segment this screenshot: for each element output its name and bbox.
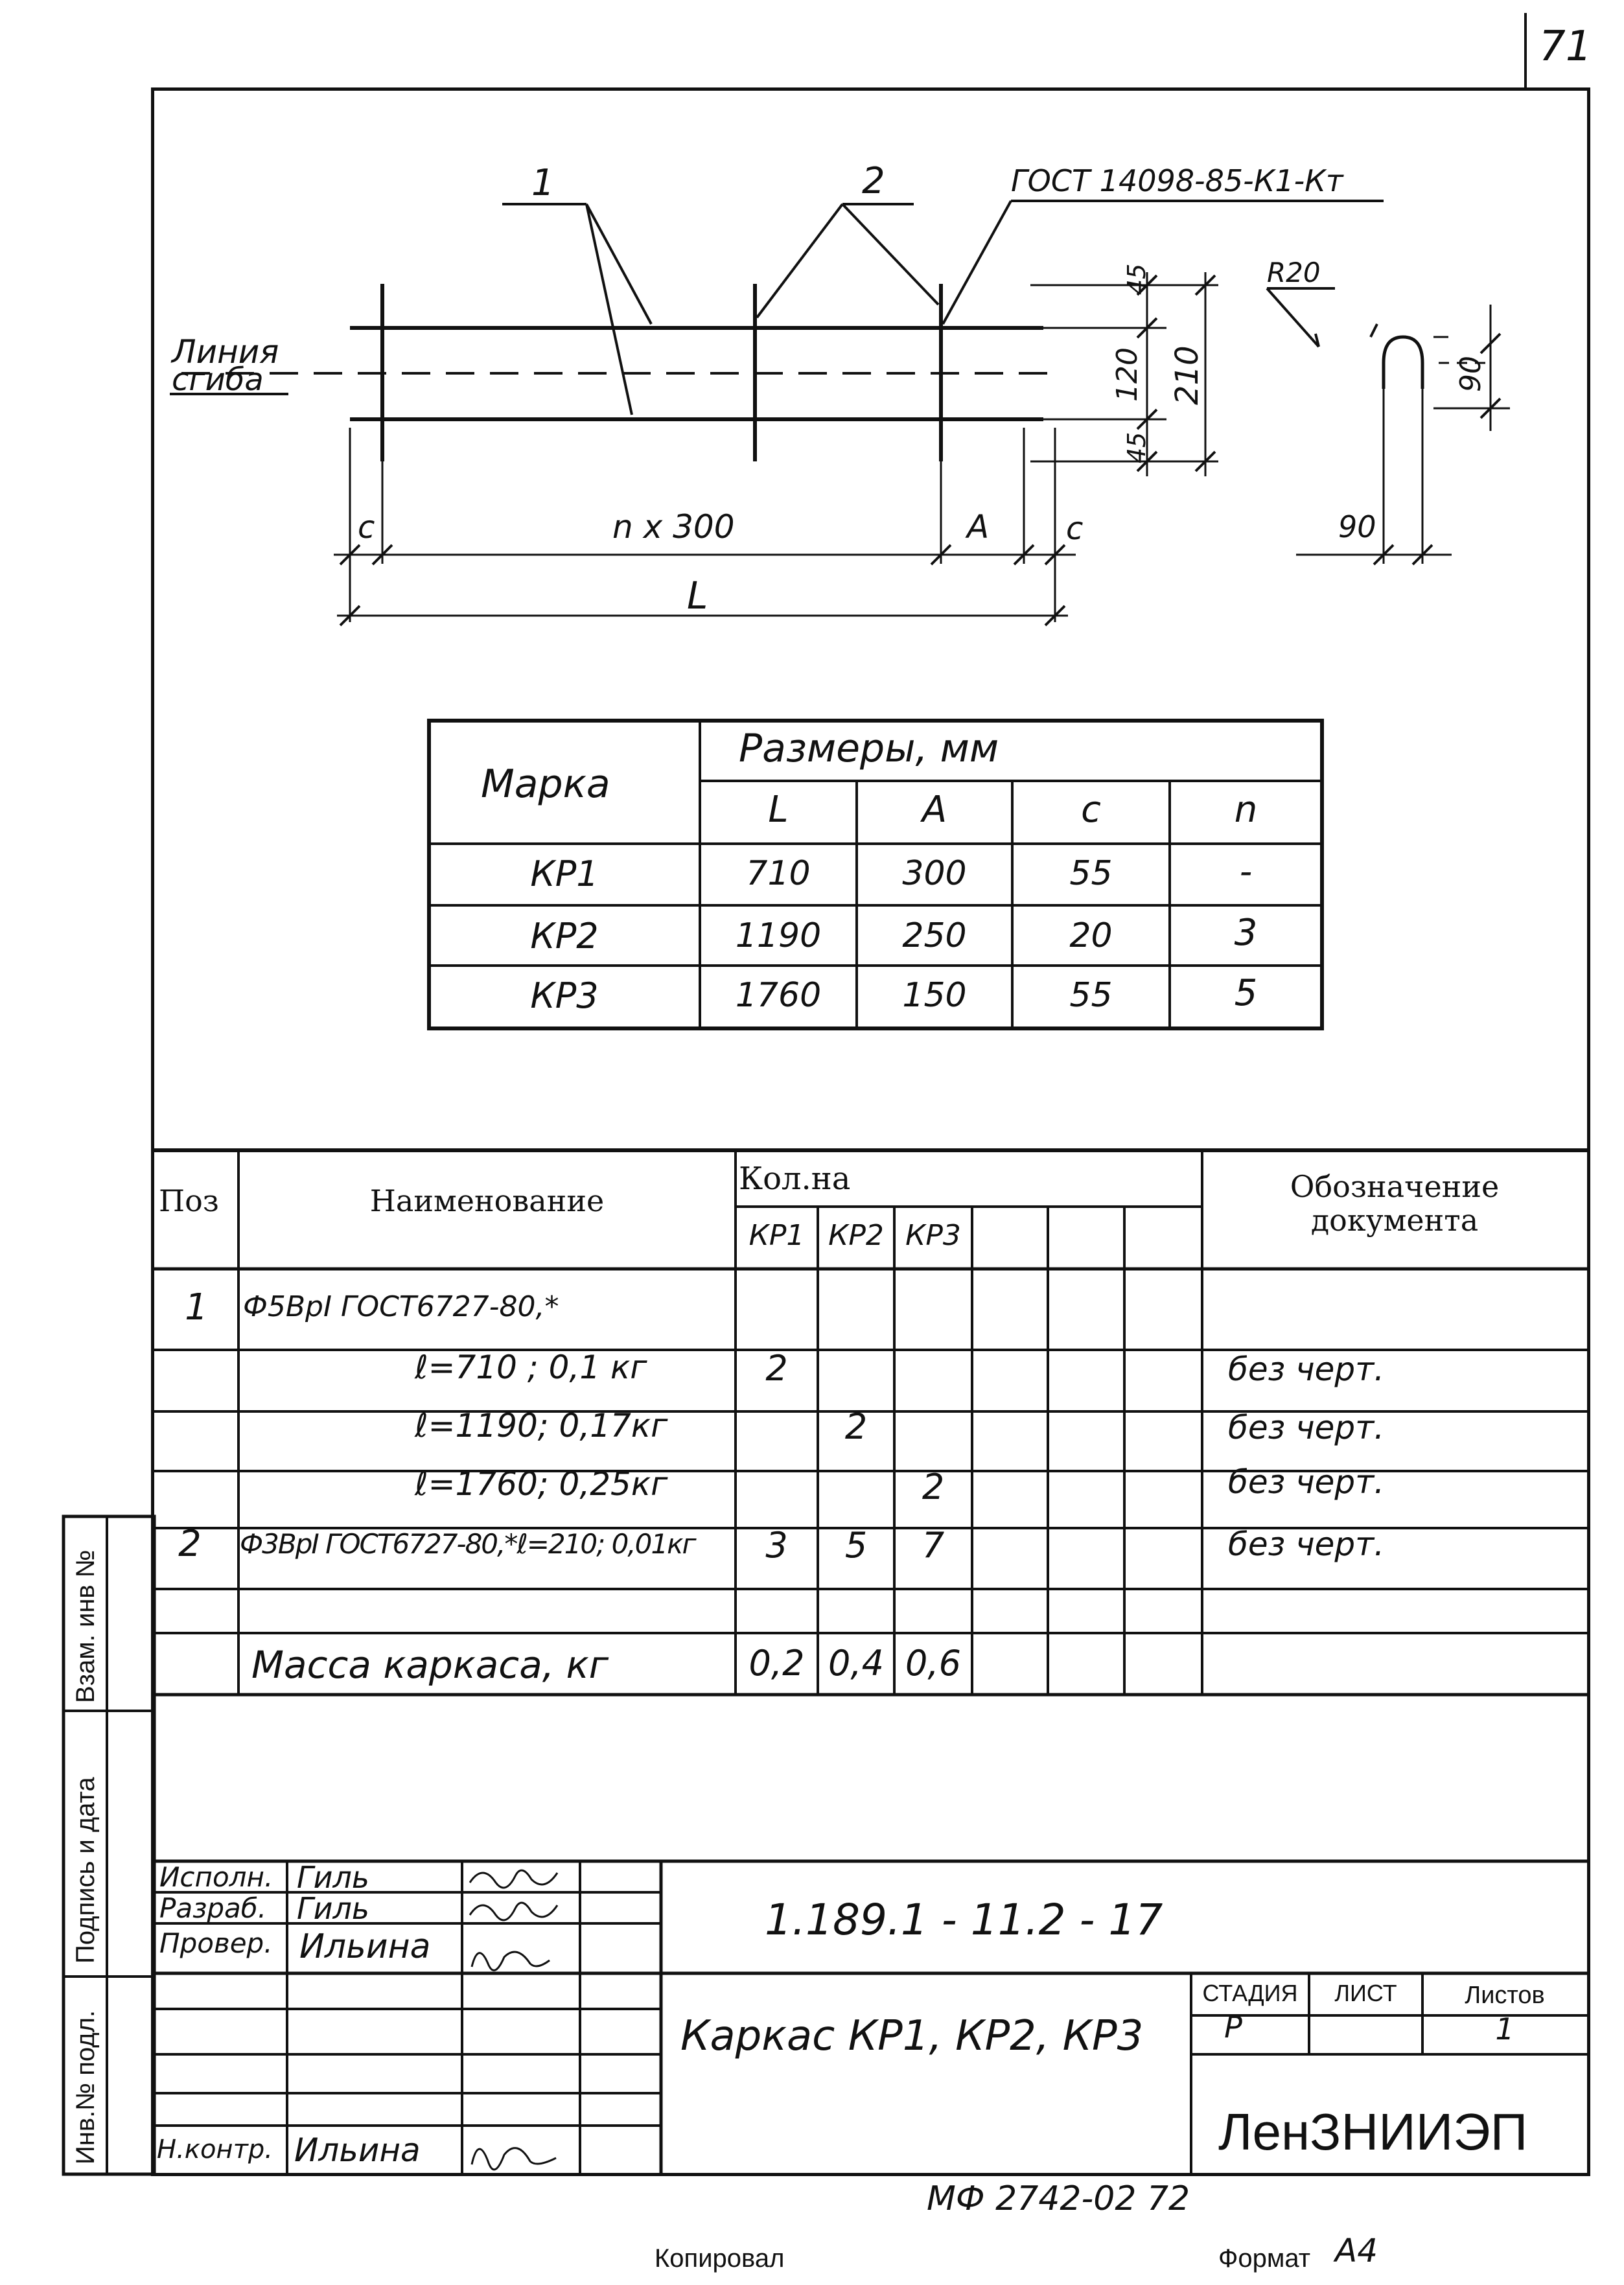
format-value: А4 (1335, 2232, 1378, 2269)
drawing-title: Каркас КР1, КР2, КР3 (680, 2012, 1144, 2060)
sizes-header-sizes: Размеры, мм (739, 726, 999, 771)
spec-header-name: Наименование (369, 1183, 605, 1218)
spec-row-doc: без черт. (1228, 1351, 1385, 1388)
callout-2: 2 (862, 160, 885, 202)
sizes-row-c: 20 (1069, 916, 1113, 955)
spec-row-doc: без черт. (1228, 1409, 1385, 1446)
spec-qty-col-kr3: КР3 (905, 1219, 961, 1252)
archive-number: МФ 2742-02 72 (927, 2179, 1190, 2218)
spec-qty-col-kr1: КР1 (748, 1219, 805, 1252)
sizes-table-grid (427, 719, 1324, 1030)
sheet-label: Лист (1334, 1980, 1397, 2006)
sizes-col-c: c (1081, 789, 1101, 831)
sizes-header-mark: Марка (481, 761, 610, 807)
sizes-row-L: 1760 (735, 976, 822, 1015)
spec-row-name: Ф5ВрI ГОСТ6727-80,* (243, 1290, 559, 1323)
sheets-value: 1 (1495, 2012, 1514, 2047)
sizes-col-A: A (922, 789, 947, 831)
spec-row-kr1: 2 (765, 1348, 788, 1389)
spec-row-name: ℓ=1190; 0,17кг (415, 1407, 668, 1444)
spec-row-doc: без черт. (1228, 1525, 1385, 1563)
sizes-row-mark: КР1 (530, 853, 599, 894)
spec-row-kr2: 2 (844, 1406, 868, 1447)
sizes-row-A: 250 (902, 916, 967, 955)
title-role: Провер. (159, 1927, 273, 1959)
title-role: Разраб. (159, 1892, 267, 1924)
sheets-label: Листов (1465, 1982, 1545, 2009)
sizes-row-n: 5 (1234, 972, 1258, 1014)
gost-label: ГОСТ 14098-85-К1-Кт (1011, 163, 1343, 198)
title-role: Н.контр. (157, 2135, 273, 2164)
sizes-col-n: n (1234, 789, 1258, 831)
dim-90-horizontal: 90 (1338, 509, 1376, 544)
sizes-row-A: 300 (902, 854, 967, 893)
spec-row-doc: без черт. (1228, 1463, 1385, 1501)
title-role: Исполн. (159, 1861, 273, 1893)
rebar-cage-drawing (170, 200, 1510, 627)
dim-L: L (687, 574, 708, 618)
title-name: Ильина (299, 1927, 431, 1966)
sizes-row-mark: КР2 (530, 916, 599, 957)
title-name: Гиль (297, 1860, 370, 1895)
stage-value: Р (1224, 2010, 1242, 2045)
bend-line-label-1: Линия (172, 333, 279, 371)
dim-A: A (967, 508, 990, 546)
page-number-box (1524, 13, 1527, 89)
spec-header-doc-2: документа (1310, 1203, 1479, 1238)
signatures (469, 1869, 559, 2171)
dim-c-right: c (1066, 511, 1084, 547)
sizes-row-L: 710 (746, 854, 811, 893)
spec-row-kr1: 0,2 (748, 1643, 805, 1684)
sizes-row-A: 150 (902, 976, 967, 1015)
spec-qty-col-kr2: КР2 (828, 1219, 884, 1252)
spec-header-qty: Кол.на (739, 1161, 851, 1197)
dim-n300: n x 300 (612, 508, 735, 546)
sizes-row-L: 1190 (735, 916, 822, 955)
spec-row-pos: 2 (178, 1523, 202, 1565)
page-number: 71 (1539, 23, 1592, 71)
spec-header-doc-1: Обозначение (1290, 1169, 1500, 1204)
format-label: Формат (1218, 2244, 1311, 2273)
side-stamp-grid (62, 1514, 156, 2176)
spec-row-kr2: 5 (844, 1525, 868, 1566)
spec-row-kr1: 3 (765, 1525, 788, 1566)
bend-line-label-2: сгиба (172, 362, 264, 398)
sizes-row-n: 3 (1234, 912, 1258, 954)
title-name: Гиль (297, 1891, 370, 1926)
sizes-row-c: 55 (1069, 976, 1113, 1015)
spec-row-name: Ф3ВрI ГОСТ6727-80,*ℓ=210; 0,01кг (240, 1528, 697, 1560)
sizes-row-n: - (1239, 851, 1253, 892)
spec-row-kr2: 0,4 (828, 1643, 884, 1684)
stage-label: Стадия (1202, 1980, 1298, 2006)
spec-header-pos: Поз (159, 1183, 219, 1218)
spec-row-name: Масса каркаса, кг (251, 1643, 609, 1687)
spec-row-name: ℓ=1760; 0,25кг (415, 1465, 668, 1503)
sizes-row-c: 55 (1069, 854, 1113, 893)
sizes-col-L: L (768, 789, 789, 831)
callout-1: 1 (531, 162, 555, 204)
drawing-frame (151, 87, 1590, 2176)
organization: ЛенЗНИИЭП (1218, 2103, 1528, 2161)
spec-row-kr3: 7 (922, 1525, 945, 1566)
doc-number: 1.189.1 - 11.2 - 17 (765, 1895, 1163, 1945)
spec-row-kr3: 0,6 (905, 1643, 961, 1684)
spec-row-kr3: 2 (922, 1467, 945, 1507)
copied-label: Копировал (655, 2244, 785, 2273)
spec-row-pos: 1 (185, 1286, 208, 1328)
sizes-row-mark: КР3 (530, 975, 599, 1016)
dim-c-left: c (358, 509, 375, 546)
radius-label: R20 (1267, 257, 1321, 288)
spec-row-name: ℓ=710 ; 0,1 кг (415, 1349, 647, 1386)
title-name: Ильина (294, 2131, 421, 2169)
